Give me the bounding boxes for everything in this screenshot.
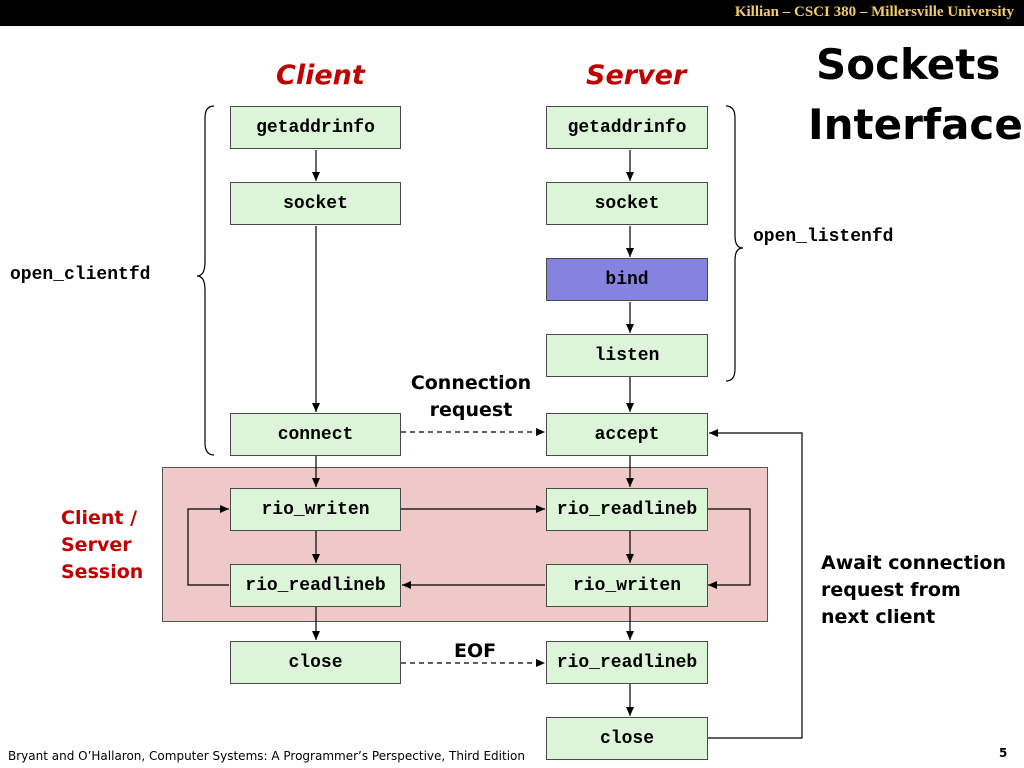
open-clientfd-label: open_clientfd: [10, 265, 151, 285]
header-bar: Killian – CSCI 380 – Millersville Univer…: [0, 0, 1024, 26]
client-socket-box: socket: [230, 182, 401, 225]
session-label: Client / Server Session: [61, 505, 143, 586]
await-label: Await connection request from next clien…: [821, 550, 1006, 631]
client-connect-box: connect: [230, 413, 401, 456]
server-rio-readlineb-eof-box: rio_readlineb: [546, 641, 708, 684]
loop-client-session: [187, 505, 229, 586]
server-socket-box: socket: [546, 182, 708, 225]
connection-request-line1: Connection: [410, 372, 532, 394]
open-listenfd-label: open_listenfd: [753, 227, 894, 247]
eof-label: EOF: [454, 640, 497, 662]
loop-await-next-client: [708, 429, 803, 739]
server-listen-box: listen: [546, 334, 708, 377]
slide-title-line2: Interface: [808, 100, 1023, 149]
client-close-box: close: [230, 641, 401, 684]
footer-citation: Bryant and O’Hallaron, Computer Systems:…: [8, 749, 525, 763]
connection-request-label: Connection request: [406, 370, 536, 424]
client-rio-writen-box: rio_writen: [230, 488, 401, 531]
client-rio-readlineb-box: rio_readlineb: [230, 564, 401, 607]
await-label-line1: Await connection: [821, 552, 1006, 574]
session-label-line3: Session: [61, 561, 144, 583]
server-close-box: close: [546, 717, 708, 760]
session-label-line1: Client /: [61, 507, 138, 529]
server-column-heading: Server: [586, 60, 687, 91]
page-number: 5: [999, 746, 1008, 760]
client-column-heading: Client: [276, 60, 365, 91]
session-label-line2: Server: [61, 534, 132, 556]
server-accept-box: accept: [546, 413, 708, 456]
server-rio-readlineb-box: rio_readlineb: [546, 488, 708, 531]
connection-request-line2: request: [429, 399, 513, 421]
client-getaddrinfo-box: getaddrinfo: [230, 106, 401, 149]
header-text: Killian – CSCI 380 – Millersville Univer…: [734, 4, 1014, 20]
loop-server-session: [708, 508, 751, 589]
await-label-line3: next client: [821, 606, 936, 628]
await-label-line2: request from: [821, 579, 961, 601]
server-bind-box: bind: [546, 258, 708, 301]
server-getaddrinfo-box: getaddrinfo: [546, 106, 708, 149]
brace-open-clientfd: [196, 105, 215, 456]
brace-open-listenfd: [725, 105, 744, 382]
server-rio-writen-box: rio_writen: [546, 564, 708, 607]
slide-title-line1: Sockets: [816, 40, 1001, 89]
